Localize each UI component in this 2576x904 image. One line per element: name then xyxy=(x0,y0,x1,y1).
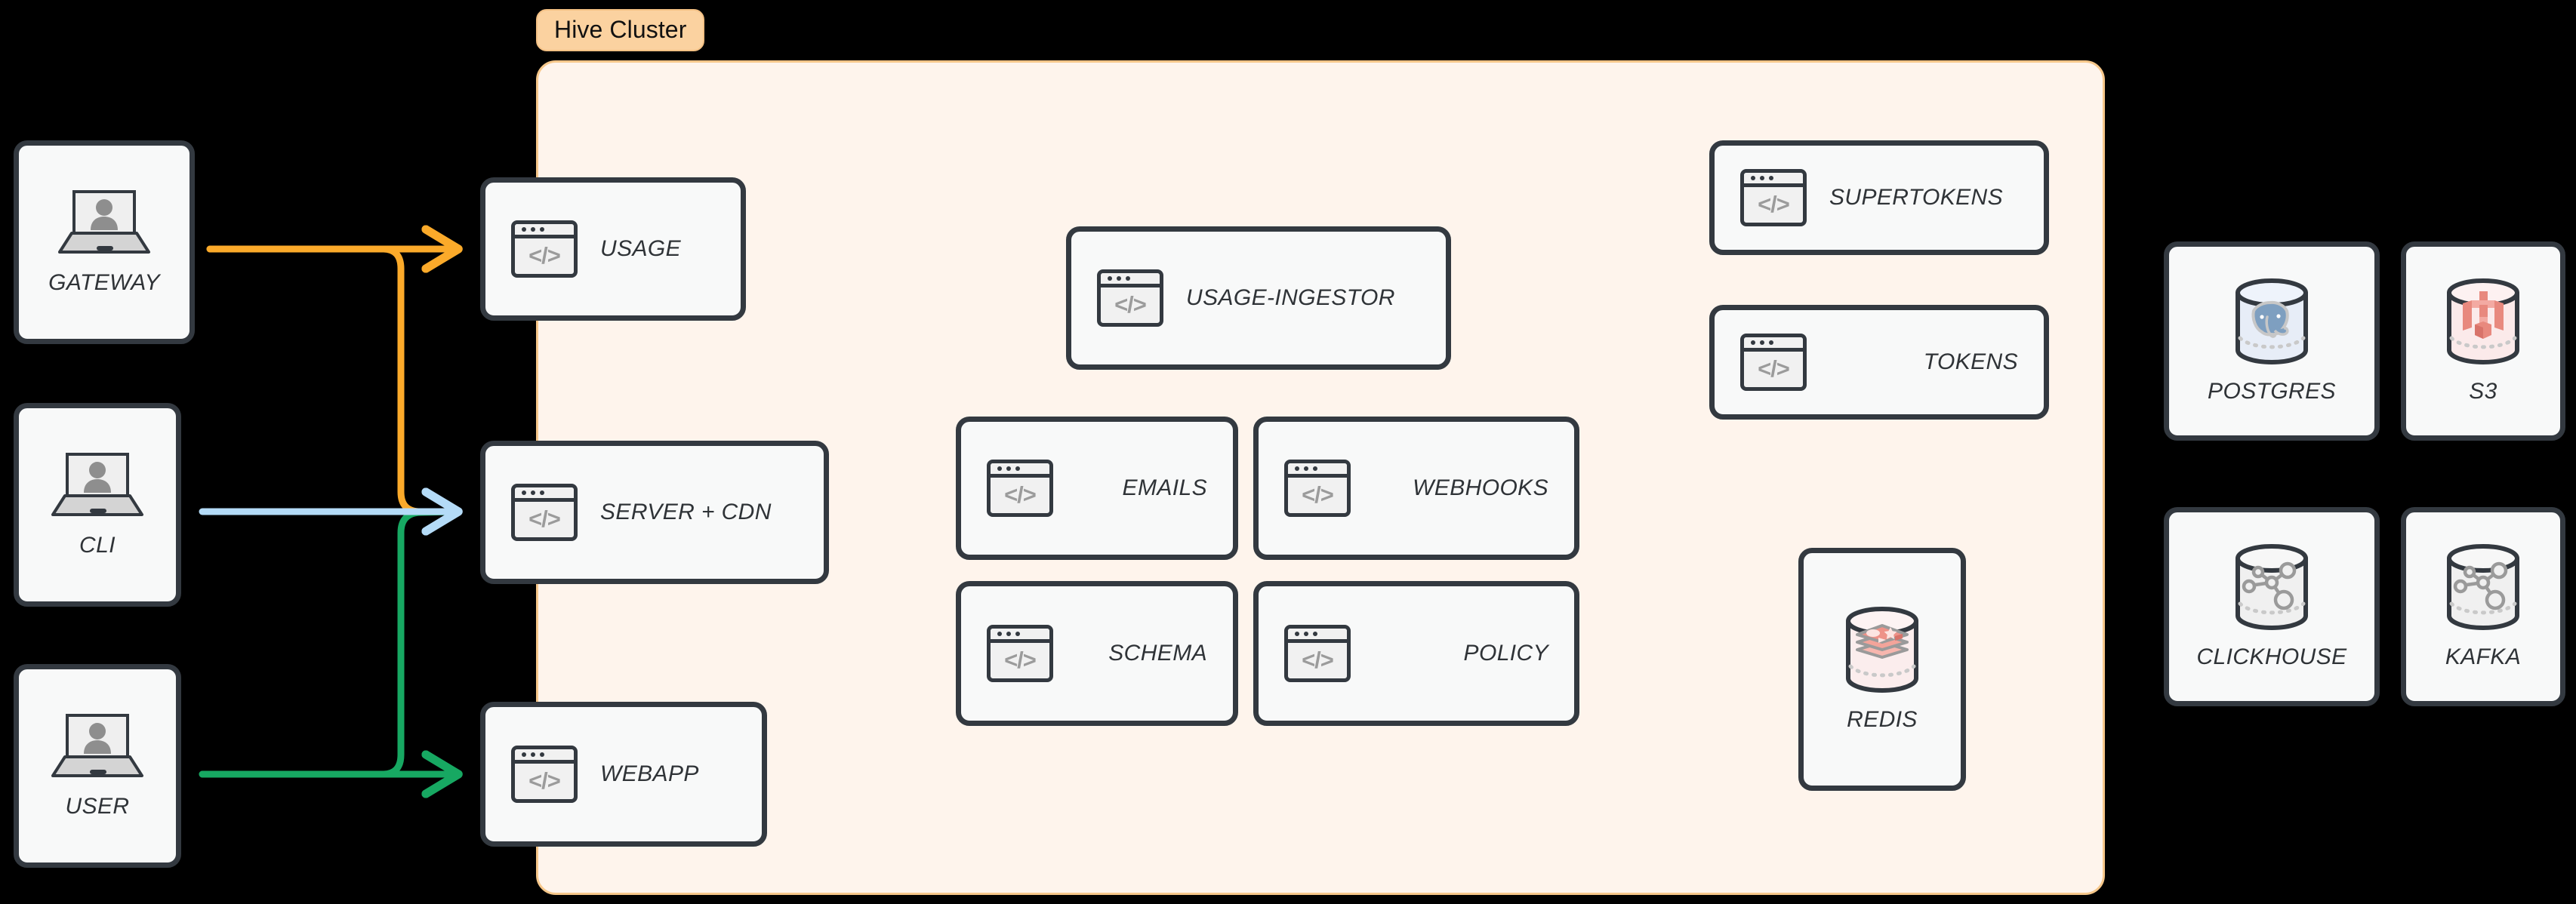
code-glyph: </> xyxy=(528,242,561,269)
code-glyph: </> xyxy=(1758,355,1790,382)
code-window-icon: </> xyxy=(1097,269,1163,327)
database-cylinder-icon xyxy=(2437,543,2529,632)
actor-card-cli[interactable]: CLI xyxy=(14,403,181,607)
actor-card-user[interactable]: USER xyxy=(14,664,181,868)
datastore-label: CLICKHOUSE xyxy=(2196,644,2347,669)
actor-label: CLI xyxy=(79,533,116,558)
service-label: SUPERTOKENS xyxy=(1829,185,2004,210)
window-dots xyxy=(1288,463,1347,478)
window-dots xyxy=(515,487,574,502)
service-card-usage[interactable]: </> USAGE xyxy=(480,177,746,321)
redis-cylinder-icon xyxy=(1836,606,1928,695)
service-label: SERVER + CDN xyxy=(600,500,772,524)
service-label: TOKENS xyxy=(1923,349,2018,374)
service-label: WEBHOOKS xyxy=(1413,475,1548,500)
postgres-cylinder-icon xyxy=(2226,278,2318,367)
code-window-icon: </> xyxy=(511,484,578,541)
window-dots xyxy=(515,224,574,238)
window-dots xyxy=(991,463,1049,478)
service-card-policy[interactable]: </> POLICY xyxy=(1253,581,1579,726)
hive-cluster-badge: Hive Cluster xyxy=(536,9,705,51)
window-dots xyxy=(1101,273,1160,287)
code-glyph: </> xyxy=(1302,481,1334,508)
laptop-user-icon xyxy=(50,451,145,521)
datastore-card-postgres[interactable]: POSTGRES xyxy=(2164,241,2380,441)
datastore-card-redis[interactable]: REDIS xyxy=(1798,548,1966,791)
wire-gateway-to-server-cdn xyxy=(206,245,457,515)
code-glyph: </> xyxy=(1004,481,1037,508)
actor-card-gateway[interactable]: GATEWAY xyxy=(14,140,195,344)
code-window-icon: </> xyxy=(987,625,1053,682)
service-label: POLICY xyxy=(1463,641,1548,666)
laptop-user-icon xyxy=(50,712,145,782)
window-dots xyxy=(515,749,574,764)
s3-cylinder-icon xyxy=(2437,278,2529,367)
service-label: EMAILS xyxy=(1122,475,1207,500)
database-cylinder-icon xyxy=(2226,543,2318,632)
datastore-card-s3[interactable]: S3 xyxy=(2401,241,2565,441)
service-card-server-cdn[interactable]: </> SERVER + CDN xyxy=(480,441,829,584)
datastore-label: POSTGRES xyxy=(2208,379,2336,404)
service-card-schema[interactable]: </> SCHEMA xyxy=(956,581,1238,726)
code-window-icon: </> xyxy=(1740,169,1807,226)
service-card-webhooks[interactable]: </> WEBHOOKS xyxy=(1253,417,1579,560)
code-window-icon: </> xyxy=(987,460,1053,517)
code-glyph: </> xyxy=(1114,291,1147,318)
wire-user-to-server-cdn xyxy=(199,508,457,778)
laptop-user-icon xyxy=(57,189,152,258)
code-glyph: </> xyxy=(528,506,561,532)
service-label: WEBAPP xyxy=(600,761,699,786)
code-window-icon: </> xyxy=(1284,460,1351,517)
datastore-label: S3 xyxy=(2469,379,2497,404)
window-dots xyxy=(1744,173,1803,187)
window-dots xyxy=(991,629,1049,643)
code-window-icon: </> xyxy=(1284,625,1351,682)
service-label: USAGE-INGESTOR xyxy=(1186,285,1395,310)
service-card-supertokens[interactable]: </> SUPERTOKENS xyxy=(1709,140,2049,255)
datastore-card-kafka[interactable]: KAFKA xyxy=(2401,507,2565,706)
code-window-icon: </> xyxy=(1740,334,1807,391)
service-label: USAGE xyxy=(600,236,682,261)
service-card-webapp[interactable]: </> WEBAPP xyxy=(480,702,767,847)
code-glyph: </> xyxy=(1758,191,1790,217)
service-label: SCHEMA xyxy=(1108,641,1207,666)
actor-label: USER xyxy=(65,794,130,819)
window-dots xyxy=(1744,337,1803,352)
code-glyph: </> xyxy=(528,767,561,794)
service-card-usage-ingestor[interactable]: </> USAGE-INGESTOR xyxy=(1066,226,1451,370)
window-dots xyxy=(1288,629,1347,643)
service-card-tokens[interactable]: </> TOKENS xyxy=(1709,305,2049,420)
code-glyph: </> xyxy=(1302,647,1334,673)
datastore-label: KAFKA xyxy=(2445,644,2522,669)
code-window-icon: </> xyxy=(511,220,578,278)
code-window-icon: </> xyxy=(511,746,578,803)
service-card-emails[interactable]: </> EMAILS xyxy=(956,417,1238,560)
datastore-label: REDIS xyxy=(1847,707,1918,732)
actor-label: GATEWAY xyxy=(48,270,160,295)
datastore-card-clickhouse[interactable]: CLICKHOUSE xyxy=(2164,507,2380,706)
code-glyph: </> xyxy=(1004,647,1037,673)
